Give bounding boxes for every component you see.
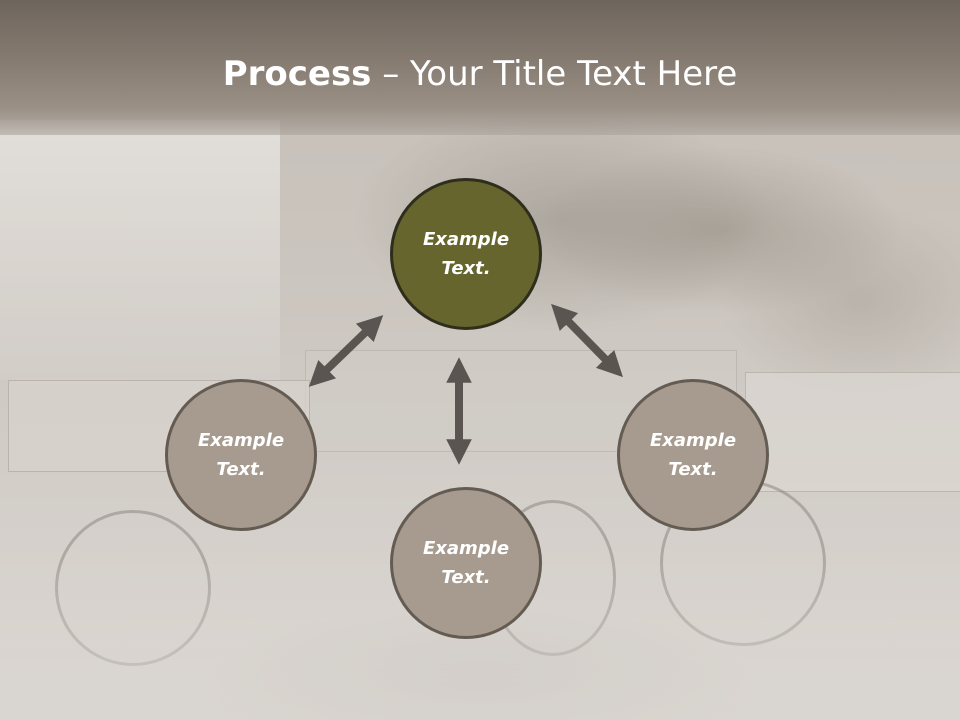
process-node-left[interactable]: Example Text. [165,379,317,531]
process-node-right[interactable]: Example Text. [617,379,769,531]
node-text-line: Text. [668,459,718,480]
node-text-line: Text. [441,258,491,279]
node-text-line: Text. [441,567,491,588]
background-wall [0,120,280,380]
background-bench [745,372,960,492]
node-text-line: Example [649,430,737,451]
title-bold-part: Process [222,54,372,94]
process-node-top[interactable]: Example Text. [390,178,542,330]
node-text-line: Text. [216,459,266,480]
slide-title[interactable]: Process – Your Title Text Here [0,52,960,96]
node-text-line: Example [422,229,510,250]
process-node-bottom[interactable]: Example Text. [390,487,542,639]
title-band: Process – Your Title Text Here [0,0,960,135]
node-text-line: Example [197,430,285,451]
node-text-line: Example [422,538,510,559]
title-rest-part: – Your Title Text Here [371,54,738,94]
